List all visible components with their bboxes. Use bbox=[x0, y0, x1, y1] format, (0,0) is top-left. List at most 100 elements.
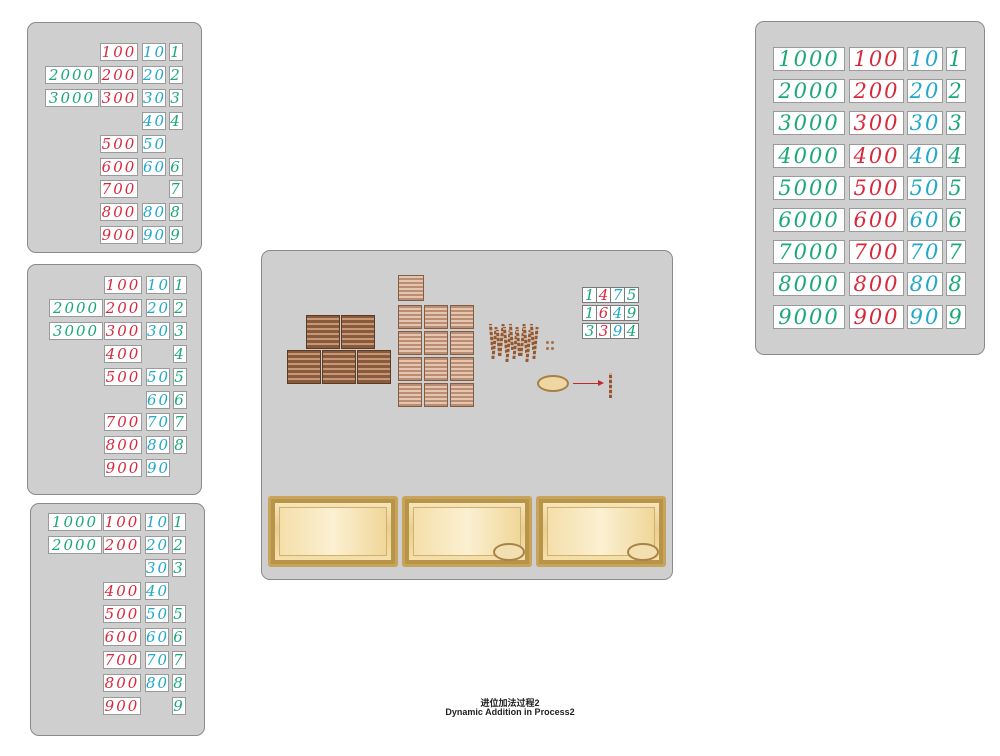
number-card-units: 1 bbox=[173, 276, 187, 294]
number-card-tens: 30 bbox=[142, 89, 166, 107]
number-card-tens: 60 bbox=[142, 158, 166, 176]
number-card-tens: 50 bbox=[142, 135, 166, 153]
bowl-icon bbox=[493, 543, 525, 561]
number-card-tens: 30 bbox=[146, 322, 170, 340]
number-card-units: 3 bbox=[172, 559, 186, 577]
number-card-tens: 40 bbox=[907, 144, 943, 168]
number-card-units: 5 bbox=[172, 605, 186, 623]
thousand-cube bbox=[341, 315, 375, 349]
hundred-square bbox=[398, 275, 424, 301]
number-card-tens: 70 bbox=[145, 651, 169, 669]
number-card-thousands: 7000 bbox=[773, 240, 845, 264]
addition-digit: 9 bbox=[624, 305, 639, 321]
number-card-thousands: 2000 bbox=[49, 299, 103, 317]
exchange-arrow-icon bbox=[573, 383, 599, 384]
number-card-hundreds: 500 bbox=[104, 368, 142, 386]
hundred-square bbox=[450, 383, 474, 407]
hundred-square bbox=[398, 357, 422, 381]
number-card-hundreds: 300 bbox=[849, 111, 904, 135]
number-card-hundreds: 300 bbox=[104, 322, 142, 340]
number-card-thousands: 3000 bbox=[45, 89, 99, 107]
hundred-square bbox=[424, 357, 448, 381]
number-card-units: 6 bbox=[169, 158, 183, 176]
addition-digit: 4 bbox=[596, 287, 611, 303]
number-card-tens: 60 bbox=[145, 628, 169, 646]
number-card-hundreds: 700 bbox=[104, 413, 142, 431]
thousand-cube bbox=[322, 350, 356, 384]
number-card-tens: 20 bbox=[907, 79, 943, 103]
number-card-units: 9 bbox=[946, 305, 966, 329]
number-card-thousands: 5000 bbox=[773, 176, 845, 200]
number-card-hundreds: 700 bbox=[849, 240, 904, 264]
number-card-hundreds: 700 bbox=[100, 180, 138, 198]
number-card-tens: 50 bbox=[146, 368, 170, 386]
addition-digit: 5 bbox=[624, 287, 639, 303]
hundred-square bbox=[398, 305, 422, 329]
number-card-units: 2 bbox=[173, 299, 187, 317]
number-card-units: 4 bbox=[169, 112, 183, 130]
number-card-tens: 50 bbox=[145, 605, 169, 623]
unit-bead bbox=[551, 341, 554, 344]
number-card-tens: 80 bbox=[145, 674, 169, 692]
number-card-hundreds: 600 bbox=[100, 158, 138, 176]
number-card-units: 8 bbox=[173, 436, 187, 454]
number-card-units: 7 bbox=[173, 413, 187, 431]
exchanged-ten-bar bbox=[609, 373, 612, 398]
number-card-hundreds: 600 bbox=[849, 208, 904, 232]
number-card-units: 4 bbox=[173, 345, 187, 363]
number-card-units: 9 bbox=[169, 226, 183, 244]
addition-digit: 4 bbox=[624, 323, 639, 339]
number-card-hundreds: 400 bbox=[849, 144, 904, 168]
hundred-square bbox=[398, 383, 422, 407]
number-card-units: 7 bbox=[946, 240, 966, 264]
number-card-units: 3 bbox=[173, 322, 187, 340]
number-card-units: 1 bbox=[169, 43, 183, 61]
number-card-hundreds: 800 bbox=[849, 272, 904, 296]
hundred-square bbox=[424, 331, 448, 355]
number-card-hundreds: 600 bbox=[103, 628, 141, 646]
number-card-units: 1 bbox=[172, 513, 186, 531]
number-card-units: 3 bbox=[946, 111, 966, 135]
number-card-tens: 60 bbox=[146, 391, 170, 409]
number-card-hundreds: 200 bbox=[849, 79, 904, 103]
number-card-tens: 20 bbox=[142, 66, 166, 84]
number-card-thousands: 2000 bbox=[773, 79, 845, 103]
number-card-thousands: 4000 bbox=[773, 144, 845, 168]
number-card-hundreds: 100 bbox=[849, 47, 904, 71]
number-card-hundreds: 900 bbox=[103, 697, 141, 715]
thousand-cube bbox=[357, 350, 391, 384]
number-card-tens: 10 bbox=[146, 276, 170, 294]
tray-tens bbox=[536, 496, 666, 567]
number-card-tens: 60 bbox=[907, 208, 943, 232]
number-card-tens: 70 bbox=[146, 413, 170, 431]
addition-digit: 6 bbox=[596, 305, 611, 321]
number-card-units: 2 bbox=[172, 536, 186, 554]
number-card-thousands: 1000 bbox=[48, 513, 102, 531]
number-card-hundreds: 900 bbox=[849, 305, 904, 329]
number-card-hundreds: 100 bbox=[100, 43, 138, 61]
number-card-tens: 20 bbox=[146, 299, 170, 317]
addition-digit: 3 bbox=[582, 323, 597, 339]
tray-thousands bbox=[268, 496, 398, 567]
number-card-tens: 20 bbox=[145, 536, 169, 554]
number-card-thousands: 3000 bbox=[773, 111, 845, 135]
number-card-tens: 90 bbox=[146, 459, 170, 477]
number-card-hundreds: 300 bbox=[100, 89, 138, 107]
thousand-cube bbox=[306, 315, 340, 349]
number-card-tens: 70 bbox=[907, 240, 943, 264]
number-card-hundreds: 100 bbox=[104, 276, 142, 294]
number-card-tens: 80 bbox=[142, 203, 166, 221]
number-card-tens: 50 bbox=[907, 176, 943, 200]
addition-digit: 3 bbox=[596, 323, 611, 339]
number-card-hundreds: 800 bbox=[104, 436, 142, 454]
addition-digit: 1 bbox=[582, 287, 597, 303]
caption-en: Dynamic Addition in Process2 bbox=[420, 707, 600, 717]
number-card-units: 6 bbox=[173, 391, 187, 409]
number-card-tens: 80 bbox=[146, 436, 170, 454]
number-card-hundreds: 200 bbox=[103, 536, 141, 554]
number-card-hundreds: 200 bbox=[104, 299, 142, 317]
thousand-cube bbox=[287, 350, 321, 384]
unit-bead bbox=[546, 347, 549, 350]
tray-hundreds bbox=[402, 496, 532, 567]
number-card-hundreds: 500 bbox=[100, 135, 138, 153]
